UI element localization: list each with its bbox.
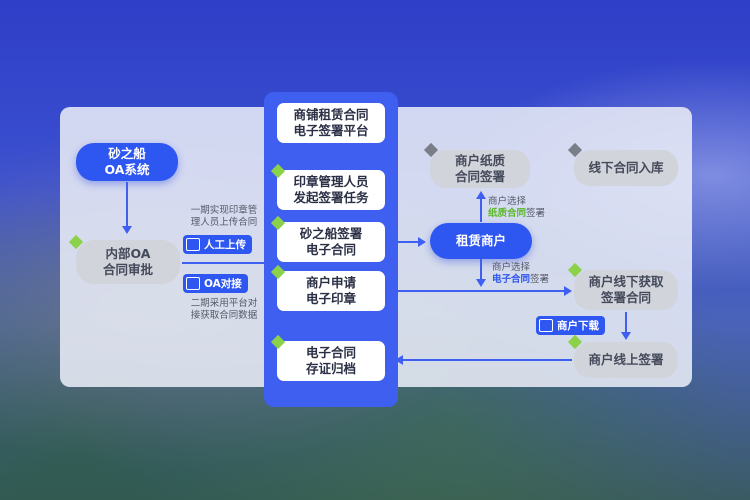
node-offline-get: 商户线下获取 签署合同 <box>574 270 678 310</box>
arrow-get-to-online <box>625 312 627 334</box>
arrow-head <box>122 226 132 234</box>
note-line: 电子合同签署 <box>492 274 572 286</box>
note-suffix: 签署 <box>526 208 546 219</box>
node-merchant-seal: 商户申请 电子印章 <box>277 271 385 311</box>
node-oa-system: 砂之船 OA系统 <box>76 143 178 181</box>
node-tenant: 租赁商户 <box>430 223 532 259</box>
highlight-paper: 纸质合同 <box>488 208 527 219</box>
arrow-head <box>395 355 403 365</box>
arrow-head <box>564 286 572 296</box>
note-line: 商户选择 <box>488 196 527 207</box>
node-szc-sign: 砂之船签署 电子合同 <box>277 222 385 262</box>
arrow-head <box>476 191 486 199</box>
arrow-seal-to-offline <box>398 290 566 292</box>
node-online-sign: 商户线上签署 <box>574 342 678 378</box>
upload-icon <box>186 238 200 251</box>
note-choose-paper: 商户选择 纸质合同签署 <box>488 196 568 220</box>
monitor-icon <box>186 277 200 290</box>
arrow-head <box>266 258 274 268</box>
arrow-tenant-to-e <box>480 259 482 281</box>
arrow-oa-to-internal <box>126 182 128 228</box>
node-internal-oa: 内部OA 合同审批 <box>76 240 180 284</box>
arrow-online-to-archive <box>402 359 572 361</box>
node-paper-sign: 商户纸质 合同签署 <box>430 150 530 188</box>
note-line: 纸质合同签署 <box>488 208 568 220</box>
tag-oa-connect[interactable]: OA对接 <box>183 274 248 293</box>
arrow-szc-to-tenant <box>398 241 420 243</box>
node-archive: 电子合同 存证归档 <box>277 341 385 381</box>
node-offline-store: 线下合同入库 <box>574 150 678 186</box>
tag-merchant-download[interactable]: 商户下载 <box>536 316 605 335</box>
note-phase2: 二期采用平台对 接获取合同数据 <box>190 298 258 321</box>
note-phase1: 一期实现印章管 理人员上传合同 <box>190 205 258 228</box>
tag-label: 人工上传 <box>204 239 246 251</box>
download-icon <box>539 319 553 332</box>
arrow-head <box>621 332 631 340</box>
highlight-e: 电子合同 <box>492 274 531 285</box>
tag-label: OA对接 <box>204 278 242 290</box>
arrow-head <box>418 237 426 247</box>
node-platform: 商铺租赁合同 电子签署平台 <box>277 103 385 143</box>
arrow-internal-to-seal <box>182 262 268 264</box>
node-seal-manager: 印章管理人员 发起签署任务 <box>277 170 385 210</box>
arrow-head <box>476 279 486 287</box>
note-choose-e: 商户选择 电子合同签署 <box>492 262 572 286</box>
note-line: 商户选择 <box>492 262 531 273</box>
note-suffix: 签署 <box>530 274 550 285</box>
arrow-tenant-to-paper <box>480 198 482 222</box>
tag-manual-upload[interactable]: 人工上传 <box>183 235 252 254</box>
tag-label: 商户下载 <box>557 320 599 332</box>
